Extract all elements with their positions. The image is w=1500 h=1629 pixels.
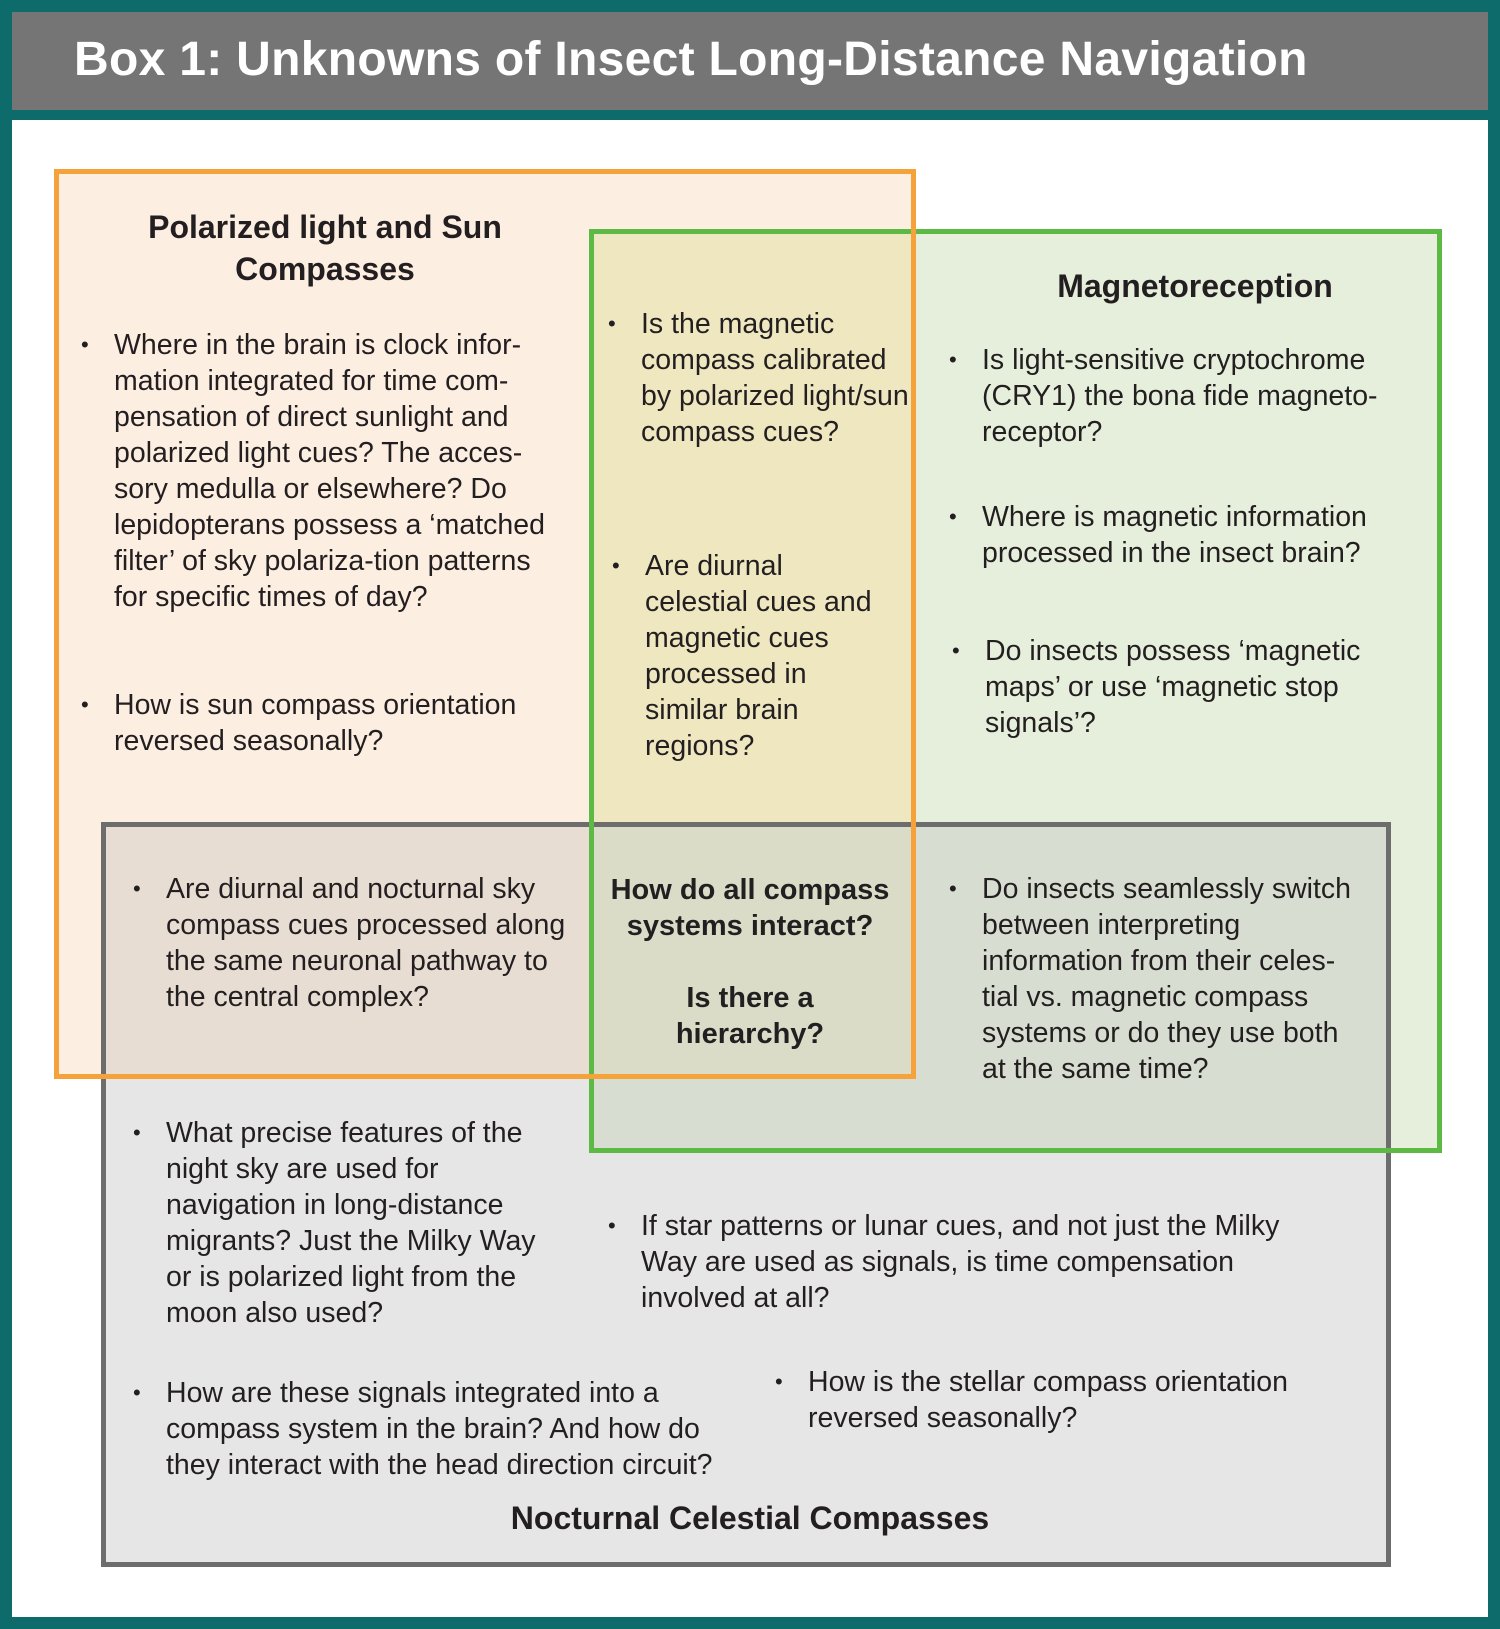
magnet-item-1: • Is light-sensitive cryptochrome (CRY1)… [949, 344, 1378, 448]
bullet: • [608, 311, 616, 336]
celestial-magnetic-item: • Do insects seamlessly switch between i… [949, 873, 1352, 1085]
box-title: Box 1: Unknowns of Insect Long-Distance … [74, 33, 1308, 86]
magnetoreception-border [589, 229, 1442, 1153]
all-systems-overlap [589, 822, 916, 1079]
magnetoreception-heading: Magnetoreception [1057, 268, 1333, 304]
bullet: • [612, 553, 620, 578]
bullet: • [949, 876, 957, 901]
bullet: • [949, 504, 957, 529]
magnet-item-2: • Where is magnetic information processe… [949, 501, 1367, 569]
overlap-item-1: • Is the magnetic compass calibrated by … [608, 308, 909, 448]
bullet: • [949, 347, 957, 372]
nocturnal-item-2: • If star patterns or lunar cues, and no… [608, 1210, 1280, 1314]
bullet: • [133, 876, 141, 901]
bullet: • [81, 692, 89, 717]
magnet-item-3: • Do insects possess ‘magnetic maps’ or … [952, 635, 1361, 739]
nocturnal-item-4: • How is the stellar compass orientation… [775, 1366, 1288, 1434]
polarized-border [54, 169, 916, 1079]
center-question-interact: How do all compass systems interact? [610, 874, 890, 942]
sky-overlap-item: • Are diurnal and nocturnal sky compass … [133, 873, 566, 1013]
nocturnal-item-3: • How are these signals integrated into … [133, 1377, 713, 1481]
polarized-heading: Polarized light and Sun Compasses [148, 209, 502, 287]
overlap-item-2: • Are diurnal celestial cues and magneti… [612, 550, 872, 762]
nocturnal-heading: Nocturnal Celestial Compasses [510, 1500, 990, 1536]
bullet: • [952, 638, 960, 663]
nocturnal-border [101, 822, 1391, 1567]
bullet: • [608, 1213, 616, 1238]
nocturnal-item-1: • What precise features of the night sky… [133, 1117, 536, 1329]
polarized-nocturnal-overlap [101, 822, 589, 1079]
bullet: • [775, 1369, 783, 1394]
bullet: • [133, 1120, 141, 1145]
polarized-item-2: • How is sun compass orientation reverse… [81, 689, 517, 757]
center-question-hierarchy: Is there a hierarchy? [675, 982, 825, 1050]
bullet: • [133, 1380, 141, 1405]
magnetic-nocturnal-overlap [916, 822, 1391, 1153]
polarized-item-1: • Where in the brain is clock infor-mati… [81, 329, 545, 613]
polarized-magnetic-overlap [589, 229, 916, 822]
header-bar: Box 1: Unknowns of Insect Long-Distance … [12, 12, 1488, 120]
magnetic-nocturnal-overlap-lower [589, 1079, 916, 1153]
bullet: • [81, 332, 89, 357]
